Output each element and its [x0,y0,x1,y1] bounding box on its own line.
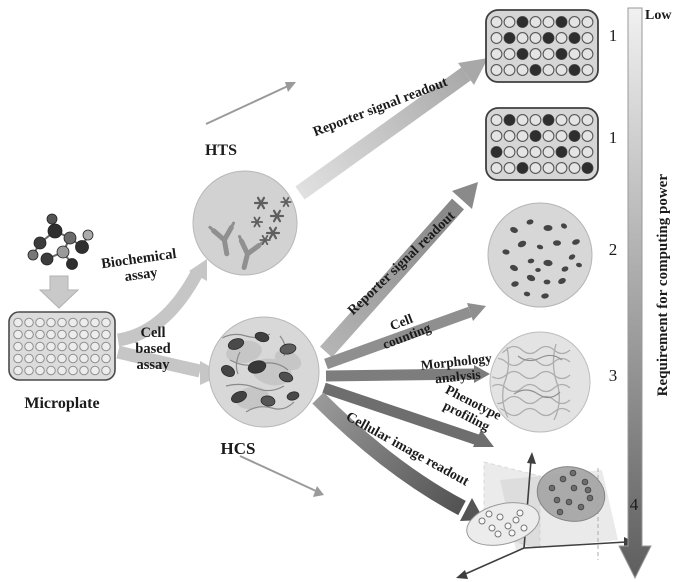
hts-label: HTS [204,142,237,159]
result-number-morphology: 3 [608,366,618,385]
microplate-image [8,311,116,381]
microplate-label: Microplate [24,395,100,412]
compound-molecule-icon [27,213,94,270]
result-plate-top [485,9,599,83]
cell-based-assay-label: Cell based assay [135,325,171,374]
hts-direction-arrow [205,82,296,125]
result-cell-count-image [487,202,593,308]
hcs-reporter-arrow [320,182,478,358]
hcs-direction-arrow [239,455,324,497]
result-number-plate-second: 1 [608,128,618,147]
result-number-phenotype-plot: 4 [629,495,639,514]
result-number-cell-count: 2 [608,240,618,259]
morphology-arrow [325,365,490,383]
result-plate-second [485,107,599,181]
down-block-arrow [38,275,80,309]
hcs-assay-image [208,316,320,428]
hcs-label: HCS [220,439,256,458]
hts-assay-image [192,170,298,276]
computing-power-axis-label: Requirement for computing power [654,173,671,397]
result-phenotype-plot [456,452,634,579]
cell-counting-arrow [324,303,486,370]
phenotype-arrow [322,382,494,447]
branch-arrows [116,259,224,385]
result-number-plate-top: 1 [608,26,618,45]
computing-power-axis-arrow [618,7,652,580]
result-morphology-image [489,331,591,433]
axis-low-label: Low [645,8,672,23]
hts-readout-arrow [295,58,488,200]
